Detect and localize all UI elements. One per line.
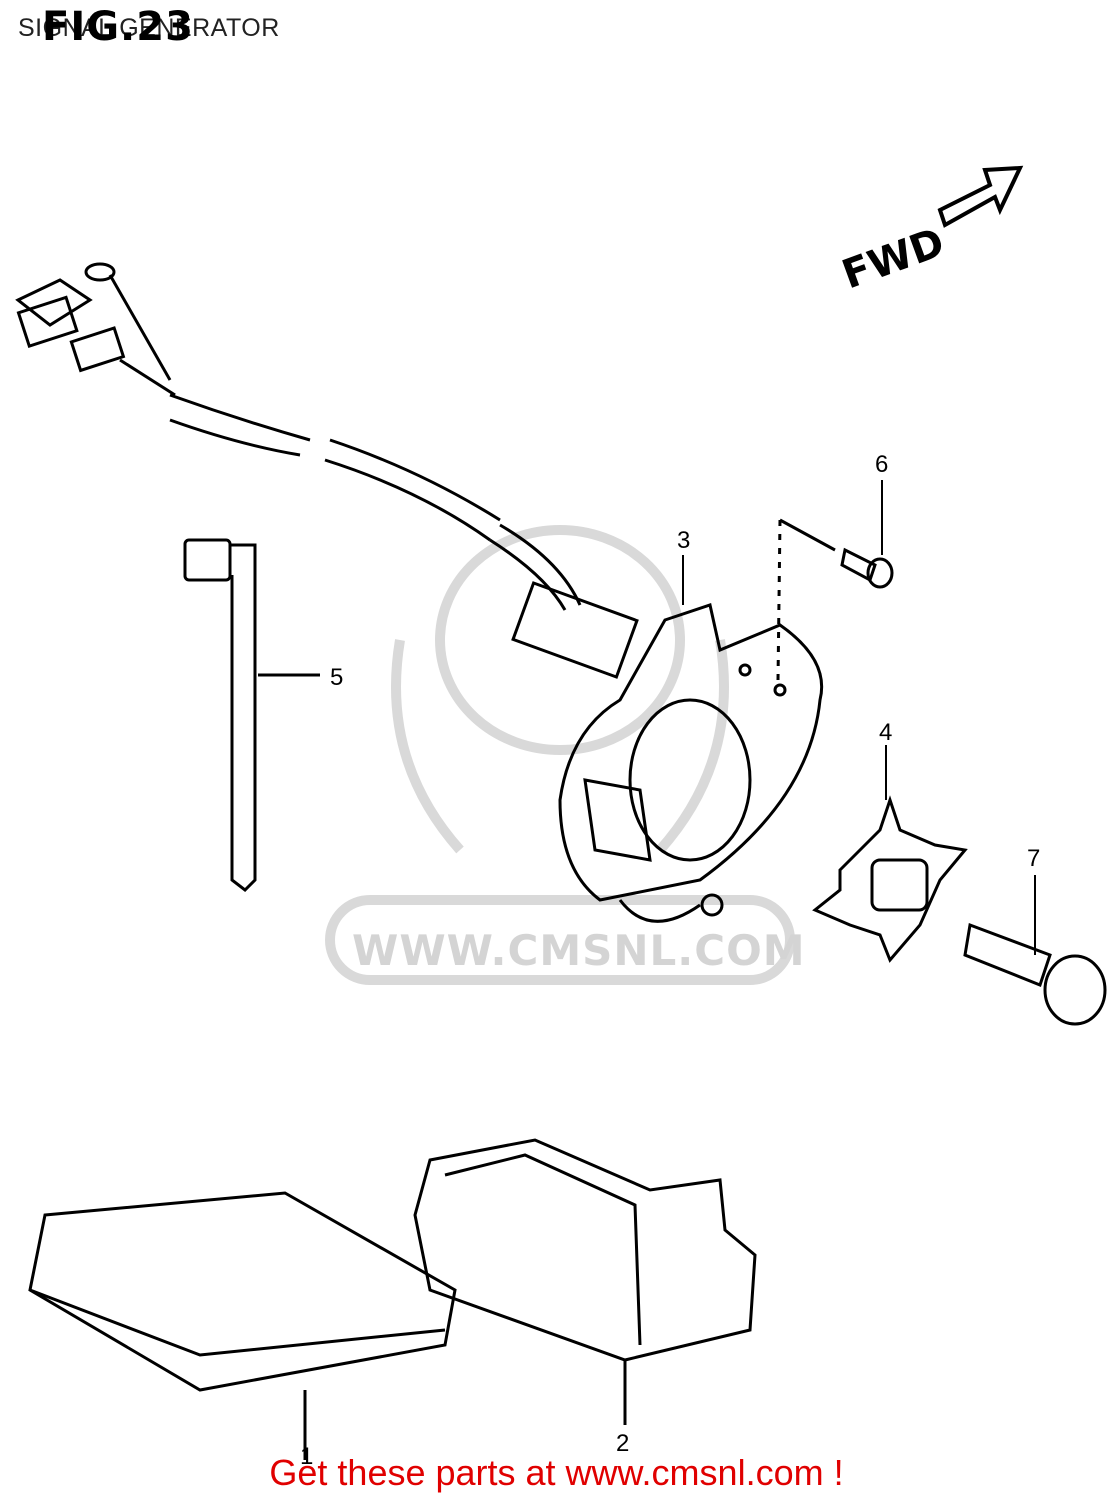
figure-label: FIG.23 <box>42 4 194 50</box>
igniter-unit-1 <box>28 1191 457 1460</box>
callout-4: 4 <box>879 719 893 746</box>
signal-generator-plate <box>558 603 824 923</box>
callout-3: 3 <box>677 527 691 554</box>
callout-1: 1 <box>300 1443 314 1470</box>
footer-link[interactable]: Get these parts at www.cmsnl.com ! <box>269 1452 844 1493</box>
callout-leaders <box>682 480 1036 955</box>
diagram-title: SIGNAL GENERATOR <box>18 14 280 42</box>
watermark-url: WWW.CMSNL.COM <box>352 926 806 975</box>
fwd-label: FWD <box>836 219 950 298</box>
callout-5: 5 <box>330 664 344 691</box>
fwd-arrow-icon <box>937 165 1024 228</box>
callout-7: 7 <box>1027 845 1041 872</box>
watermark-logo <box>325 525 795 985</box>
bolt-7 <box>963 922 1107 1026</box>
callout-2: 2 <box>616 1430 630 1457</box>
clamp-5 <box>183 538 320 892</box>
case-2 <box>413 1138 757 1425</box>
rotor-4 <box>812 795 968 963</box>
screw-6 <box>776 518 894 681</box>
wire-harness <box>15 262 639 679</box>
callout-6: 6 <box>875 451 889 478</box>
